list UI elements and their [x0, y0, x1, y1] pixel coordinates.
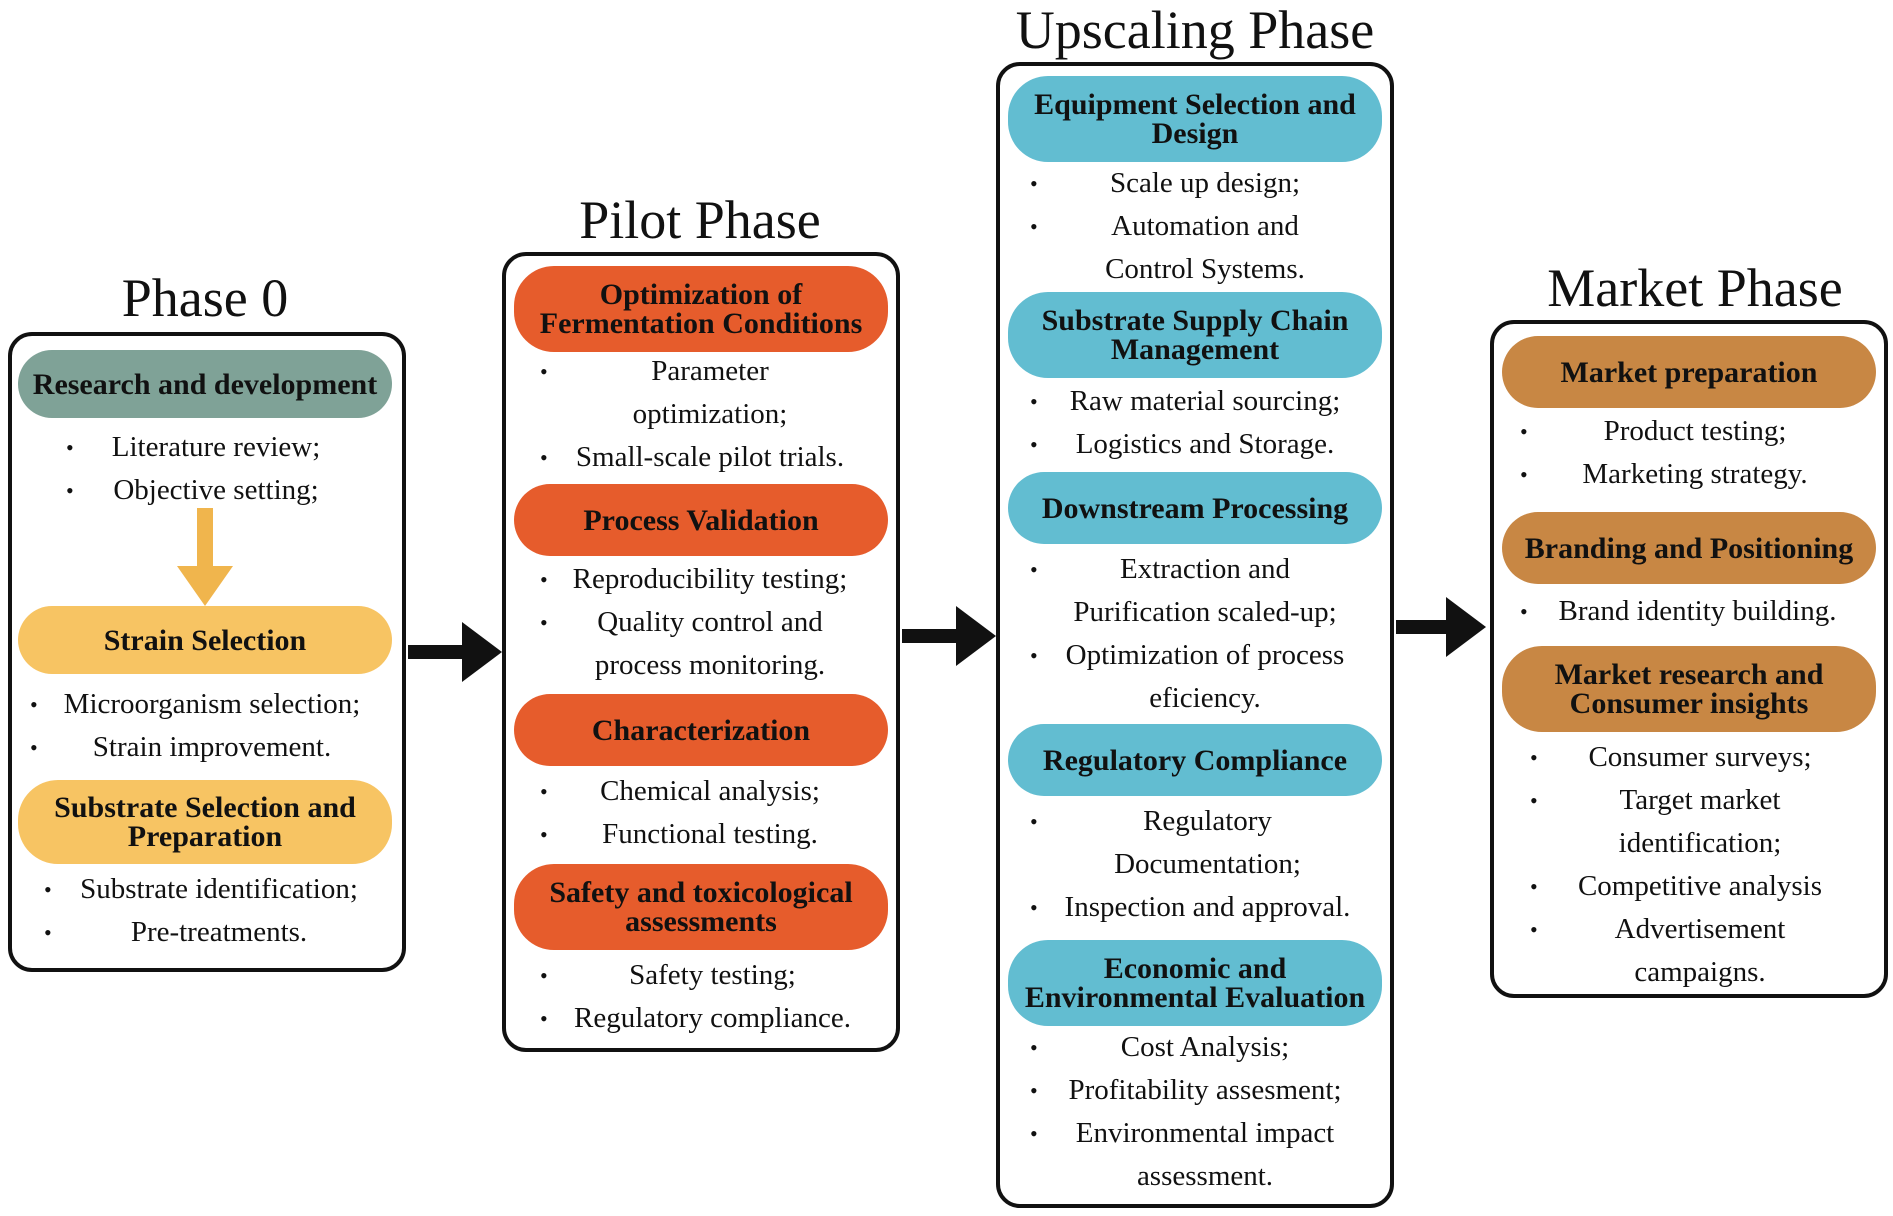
- branding-items: Brand identity building.: [1520, 590, 1875, 633]
- market-title: Market Phase: [1547, 258, 1843, 318]
- equipment-stage: Equipment Selection and Design: [1008, 76, 1382, 162]
- characterization-stage: Characterization: [514, 694, 888, 766]
- list-item: Consumer surveys;: [1530, 736, 1870, 779]
- process-validation-items: Reproducibility testing; Quality control…: [540, 558, 880, 687]
- list-item: Pre-treatments.: [44, 911, 394, 954]
- market-preparation-items: Product testing; Marketing strategy.: [1520, 410, 1870, 496]
- downstream-stage: Downstream Processing: [1008, 472, 1382, 544]
- list-item: Chemical analysis;: [540, 770, 880, 813]
- characterization-items: Chemical analysis; Functional testing.: [540, 770, 880, 856]
- list-item: Functional testing.: [540, 813, 880, 856]
- pilot-title: Pilot Phase: [579, 190, 821, 250]
- list-item: Small-scale pilot trials.: [540, 436, 880, 479]
- safety-items: Safety testing; Regulatory compliance.: [540, 954, 885, 1040]
- supply-chain-stage: Substrate Supply Chain Management: [1008, 292, 1382, 378]
- market-preparation-stage: Market preparation: [1502, 336, 1876, 408]
- list-item: Marketing strategy.: [1520, 453, 1870, 496]
- optimization-stage: Optimization of Fermentation Conditions: [514, 266, 888, 352]
- list-item: Literature review;: [66, 426, 366, 469]
- list-item: Safety testing;: [540, 954, 885, 997]
- list-item: Brand identity building.: [1520, 590, 1875, 633]
- arrow-upscaling-to-market-icon: [1396, 597, 1486, 657]
- strain-selection-items: Microorganism selection; Strain improvem…: [30, 683, 394, 769]
- substrate-selection-stage: Substrate Selection and Preparation: [18, 780, 392, 864]
- market-research-stage: Market research and Consumer insights: [1502, 646, 1876, 732]
- economic-items: Cost Analysis; Profitability assesment; …: [1030, 1026, 1380, 1198]
- supply-chain-items: Raw material sourcing; Logistics and Sto…: [1030, 380, 1380, 466]
- substrate-selection-items: Substrate identification; Pre-treatments…: [44, 868, 394, 954]
- list-item: Inspection and approval.: [1030, 886, 1385, 929]
- economic-stage: Economic and Environmental Evaluation: [1008, 940, 1382, 1026]
- list-item: Cost Analysis;: [1030, 1026, 1380, 1069]
- list-item: Strain improvement.: [30, 726, 394, 769]
- research-development-items: Literature review; Objective setting;: [66, 426, 366, 512]
- down-arrow-icon: [197, 508, 213, 568]
- list-item: Microorganism selection;: [30, 683, 394, 726]
- list-item: Logistics and Storage.: [1030, 423, 1380, 466]
- arrow-pilot-to-upscaling-icon: [902, 606, 996, 666]
- arrow-phase0-to-pilot-icon: [408, 622, 502, 682]
- process-validation-stage: Process Validation: [514, 484, 888, 556]
- list-item: Reproducibility testing;: [540, 558, 880, 601]
- branding-stage: Branding and Positioning: [1502, 512, 1876, 584]
- list-item: Regulatory compliance.: [540, 997, 885, 1040]
- list-item: Product testing;: [1520, 410, 1870, 453]
- list-item: Profitability assesment;: [1030, 1069, 1380, 1112]
- list-item: Competitive analysis: [1530, 865, 1870, 908]
- market-research-items: Consumer surveys; Target marketidentific…: [1530, 736, 1870, 994]
- strain-selection-stage: Strain Selection: [18, 606, 392, 674]
- regulatory-stage: Regulatory Compliance: [1008, 724, 1382, 796]
- research-development-stage: Research and development: [18, 350, 392, 418]
- list-item: Raw material sourcing;: [1030, 380, 1380, 423]
- list-item: Substrate identification;: [44, 868, 394, 911]
- down-arrow-head-icon: [177, 566, 233, 606]
- upscaling-title: Upscaling Phase: [1015, 0, 1375, 60]
- safety-stage: Safety and toxicological assessments: [514, 864, 888, 950]
- list-item: Objective setting;: [66, 469, 366, 512]
- list-item: Scale up design;: [1030, 162, 1380, 205]
- phase0-title: Phase 0: [121, 268, 289, 328]
